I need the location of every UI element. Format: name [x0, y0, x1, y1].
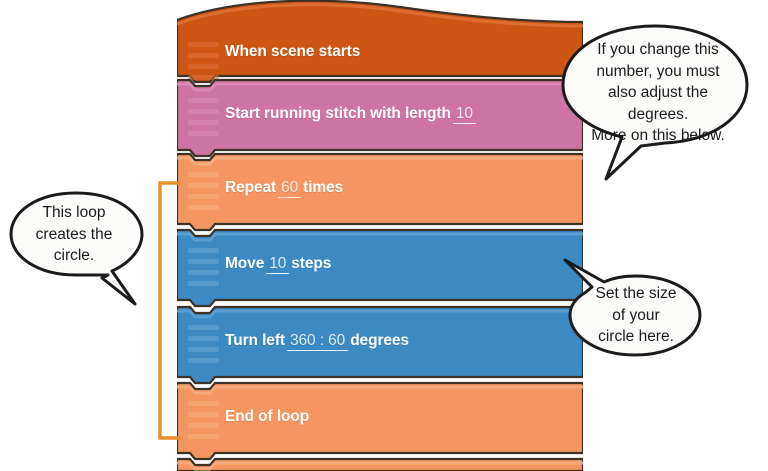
label-text-suffix: degrees: [350, 332, 409, 349]
label-text-prefix: Repeat: [225, 179, 277, 196]
callout-line: number, you must: [596, 62, 720, 80]
block-label-end-of-loop: End of loop: [225, 408, 310, 425]
callout-line: Set the size: [595, 285, 677, 302]
callout-line: circle.: [53, 247, 95, 264]
label-text-prefix: Start running stitch with length: [225, 105, 451, 122]
callout-line: If you change this: [597, 41, 719, 58]
block-stack: When scene starts Start running stitch w…: [177, 0, 583, 471]
callout-line: More on this below.: [591, 127, 725, 144]
block-label-when-scene-starts: When scene starts: [225, 43, 361, 60]
callout-line: creates the: [35, 225, 113, 243]
callout-loop: This loop creates the circle.: [4, 186, 152, 310]
label-text-suffix: steps: [291, 255, 332, 272]
callout-line: circle here.: [598, 328, 674, 345]
block-next-partial[interactable]: [177, 457, 583, 471]
input-stitch-length[interactable]: 10: [452, 105, 476, 125]
callout-line: also adjust the: [608, 84, 708, 101]
block-grip-icon: [188, 172, 219, 212]
label-text-suffix: times: [303, 179, 344, 196]
callout-degrees: If you change this number, you must also…: [549, 12, 767, 182]
callout-loop-text: This loop creates the circle.: [4, 202, 144, 267]
callout-line: This loop: [42, 204, 106, 221]
input-repeat-count[interactable]: 60: [278, 179, 302, 199]
callout-size: Set the size of your circle here.: [548, 252, 708, 380]
callout-line: of your: [612, 306, 660, 324]
label-text-prefix: Turn left: [225, 332, 285, 349]
block-grip-icon: [188, 248, 219, 288]
block-grip-icon: [188, 42, 219, 82]
callout-size-text: Set the size of your circle here.: [566, 283, 706, 348]
block-end-of-loop[interactable]: End of loop: [177, 381, 583, 461]
callout-line: degrees.: [627, 105, 689, 123]
input-move-steps[interactable]: 10: [266, 255, 290, 275]
block-grip-icon: [188, 98, 219, 138]
callout-degrees-text: If you change this number, you must also…: [549, 39, 767, 147]
input-turn-degrees[interactable]: 360 : 60: [286, 332, 349, 352]
block-when-scene-starts[interactable]: When scene starts: [177, 0, 583, 84]
loop-bracket: [158, 181, 181, 440]
block-grip-icon: [188, 401, 219, 441]
block-grip-icon: [188, 325, 219, 365]
label-text-prefix: Move: [225, 255, 265, 272]
